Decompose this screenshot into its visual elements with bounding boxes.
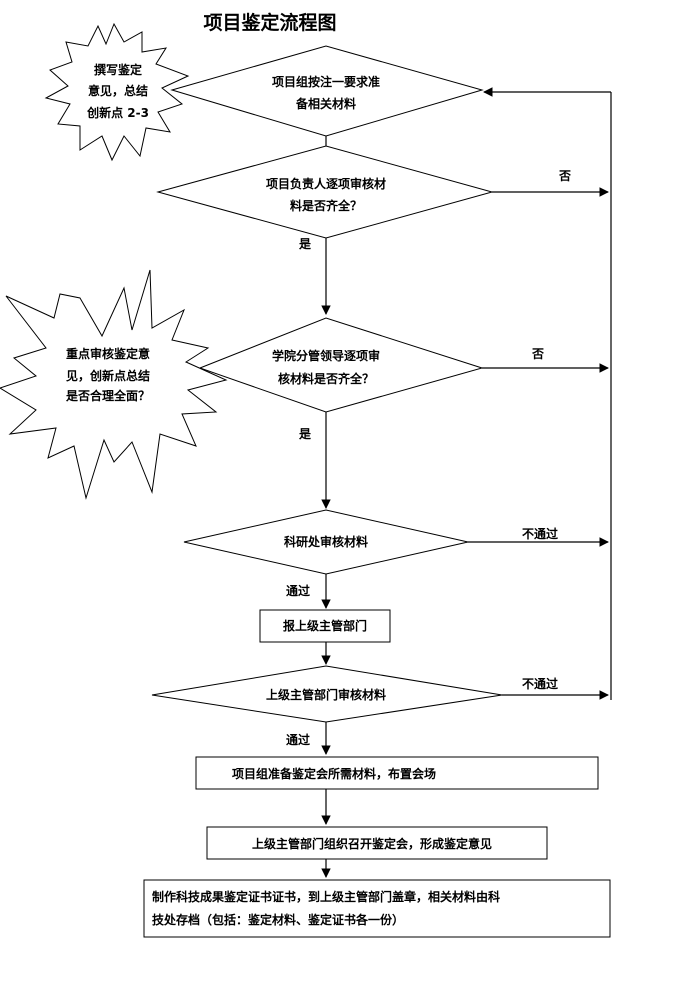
decision-4-line-1: 科研处审核材料 — [284, 534, 368, 549]
label-decision-2-yes: 是 — [298, 237, 312, 251]
label-decision-5-pass: 通过 — [286, 732, 310, 747]
box-3-text: 上级主管部门组织召开鉴定会，形成鉴定意见 — [252, 836, 492, 851]
starburst-left-line-1: 重点审核鉴定意 — [66, 346, 150, 361]
label-decision-2-no: 否 — [558, 169, 571, 183]
decision-prepare-materials — [170, 45, 484, 137]
box-certificate-archive — [143, 879, 611, 938]
decision-1-line-2: 备相关材料 — [295, 96, 356, 111]
decision-3-line-2: 核材料是否齐全？ — [278, 371, 374, 386]
decision-2-line-1: 项目负责人逐项审核材 — [266, 176, 386, 191]
page-title: 项目鉴定流程图 — [203, 11, 336, 34]
decision-3-line-1: 学院分管领导逐项审 — [272, 348, 380, 363]
starburst-top-line-2: 意见，总结 — [88, 83, 148, 98]
decision-5-line-1: 上级主管部门审核材料 — [266, 687, 386, 702]
box-prepare-meeting — [195, 756, 599, 790]
label-decision-3-yes: 是 — [298, 427, 312, 441]
starburst-left-line-3: 是否合理全面？ — [65, 388, 150, 403]
starburst-left-line-2: 见，创新点总结 — [66, 368, 150, 383]
box-hold-meeting — [206, 826, 548, 860]
starburst-top-line-3: 创新点 2-3 — [86, 105, 149, 120]
box-4-line-2: 技处存档（包括：鉴定材料、鉴定证书各一份） — [152, 912, 404, 927]
label-decision-3-no: 否 — [531, 347, 544, 361]
box-4-line-1: 制作科技成果鉴定证书证书，到上级主管部门盖章，相关材料由科 — [152, 889, 500, 904]
decision-project-leader-review — [156, 145, 494, 239]
decision-1-line-1: 项目组按注一要求准 — [272, 74, 380, 89]
box-2-text: 项目组准备鉴定会所需材料，布置会场 — [232, 766, 436, 781]
starburst-note-left — [0, 269, 228, 500]
starburst-top-line-1: 撰写鉴定 — [94, 62, 142, 77]
decision-2-line-2: 料是否齐全？ — [290, 198, 362, 213]
label-decision-5-fail: 不通过 — [522, 676, 558, 691]
label-decision-4-pass: 通过 — [286, 583, 310, 598]
label-decision-4-fail: 不通过 — [522, 526, 558, 541]
box-1-text: 报上级主管部门 — [283, 618, 367, 633]
box-report-superior — [259, 609, 391, 643]
starburst-note-top — [44, 22, 190, 162]
decision-college-leader-review — [198, 317, 484, 413]
